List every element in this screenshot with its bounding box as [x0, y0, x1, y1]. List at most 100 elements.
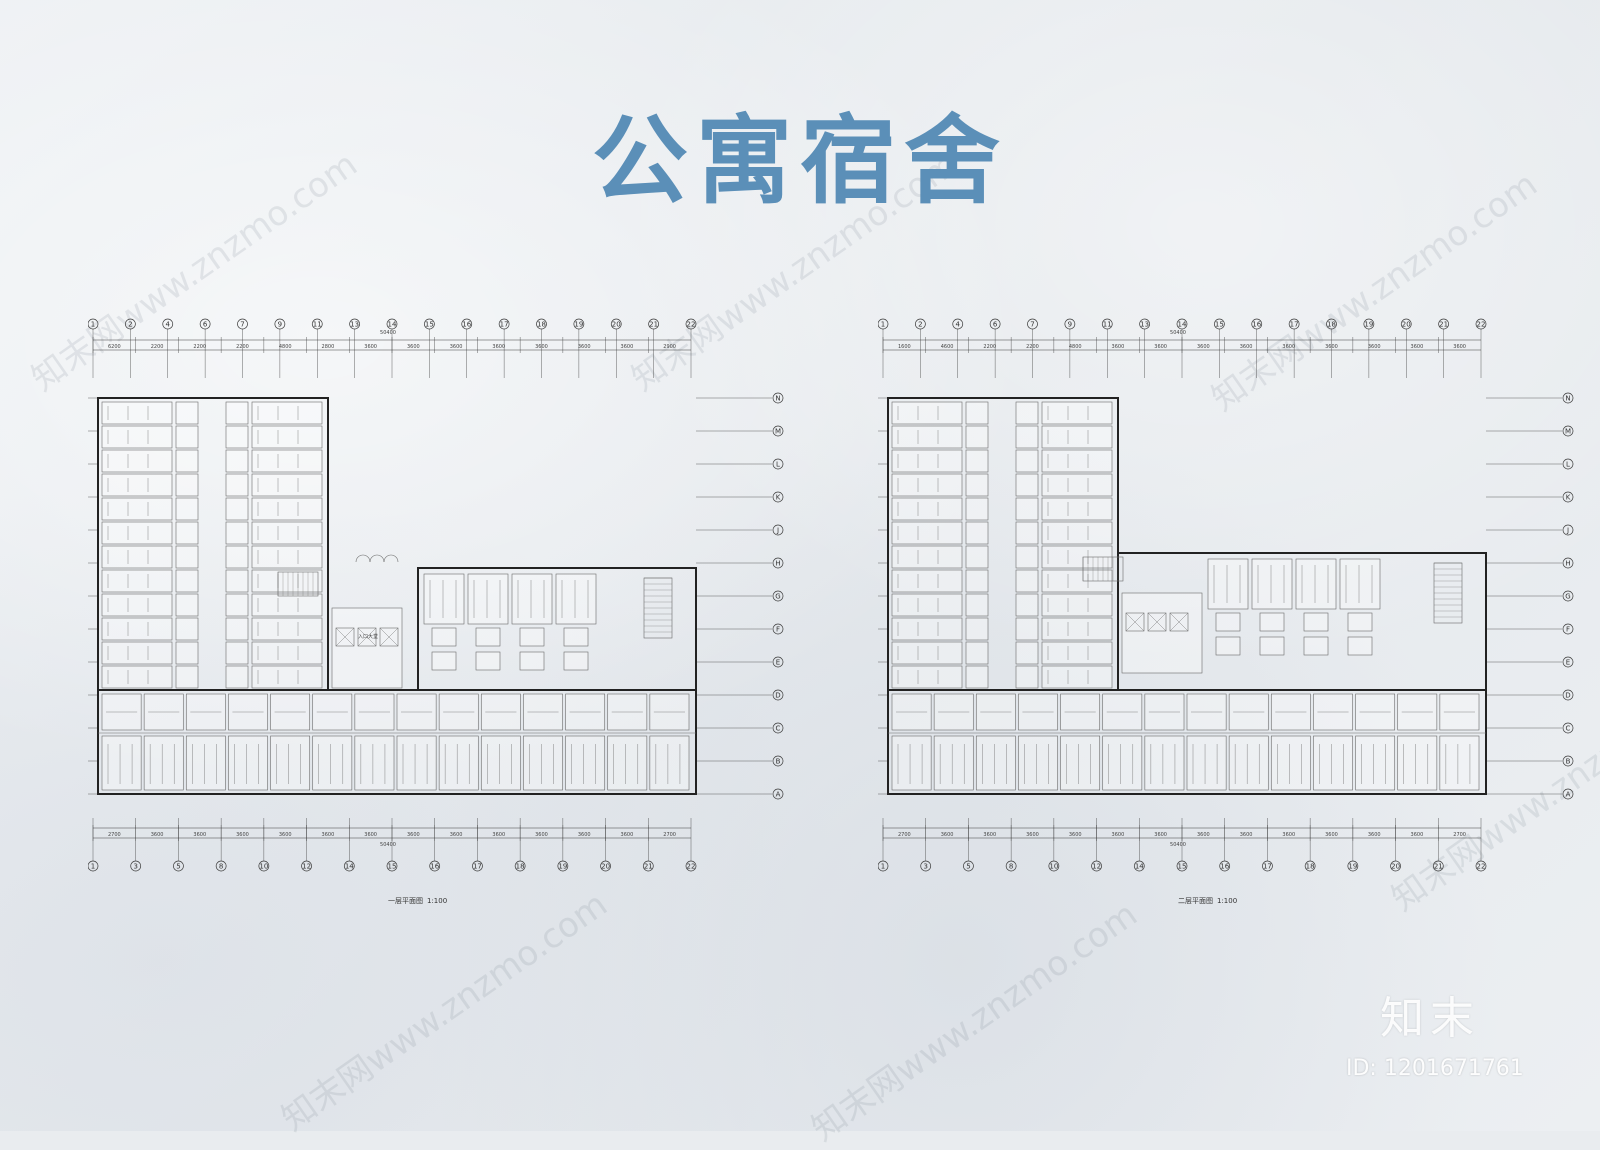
dimension-value: 3600 — [1325, 344, 1338, 350]
grid-axis-label: A — [776, 791, 781, 799]
dimension-value: 3600 — [1240, 832, 1253, 838]
grid-axis-bubble — [1562, 557, 1574, 569]
dorm-room — [480, 735, 521, 791]
dorm-room — [1041, 617, 1113, 641]
dimension-value: 3600 — [535, 344, 548, 350]
bathroom — [1015, 401, 1039, 425]
elevator-core — [331, 607, 403, 689]
bathroom — [1015, 665, 1039, 689]
dorm-room — [396, 735, 437, 791]
dorm-room — [354, 735, 395, 791]
grid-axis-label: 14 — [345, 863, 354, 871]
bathroom — [431, 651, 457, 671]
grid-axis-bubble — [1562, 689, 1574, 701]
grid-axis-label: 18 — [537, 321, 546, 329]
bathroom — [225, 545, 249, 569]
dimension-value: 2800 — [322, 344, 335, 350]
grid-axis-label: 22 — [1477, 863, 1486, 871]
grid-axis-label: B — [776, 758, 781, 766]
grid-axis-label: 14 — [388, 321, 397, 329]
dorm-room — [1295, 558, 1337, 610]
dorm-room — [1397, 735, 1438, 791]
grid-axis-label: 10 — [1049, 863, 1058, 871]
dorm-room — [565, 735, 606, 791]
dorm-room — [891, 593, 963, 617]
grid-axis-label: 8 — [219, 863, 223, 871]
bathroom — [175, 521, 199, 545]
dorm-room — [101, 545, 173, 569]
dimension-value: 3600 — [1069, 832, 1082, 838]
dimension-value: 2200 — [983, 344, 996, 350]
elevator-cross — [1169, 612, 1189, 632]
bathroom — [1015, 569, 1039, 593]
dimension-value: 4800 — [279, 344, 292, 350]
dorm-room — [438, 735, 479, 791]
grid-axis-bubble — [772, 689, 784, 701]
dorm-room — [228, 735, 268, 791]
east-block-wall — [1117, 552, 1487, 691]
dorm-room — [101, 735, 142, 791]
bathroom — [1259, 636, 1285, 656]
bathroom — [1215, 612, 1241, 632]
grid-axis-label: 18 — [1327, 321, 1336, 329]
grid-axis-label: 17 — [500, 321, 509, 329]
dorm-room — [1041, 521, 1113, 545]
grid-axis-label: C — [1566, 725, 1571, 733]
dorm-room — [891, 545, 963, 569]
grid-axis-label: 11 — [1103, 321, 1112, 329]
grid-axis-label: 13 — [1140, 321, 1149, 329]
bathroom — [1015, 617, 1039, 641]
dorm-room — [101, 617, 173, 641]
dorm-room — [251, 617, 323, 641]
total-dimension: 50400 — [380, 842, 396, 848]
dorm-room — [891, 665, 963, 689]
grid-axis-bubble — [772, 425, 784, 437]
grid-axis-label: 11 — [313, 321, 322, 329]
dorm-room — [185, 735, 226, 791]
bathroom — [225, 593, 249, 617]
dimension-value: 2700 — [663, 832, 676, 838]
dimension-value: 3600 — [578, 832, 591, 838]
bathroom — [1015, 425, 1039, 449]
dimension-value: 3600 — [492, 344, 505, 350]
dorm-room — [1355, 735, 1396, 791]
grid-axis-label: 20 — [612, 321, 621, 329]
dorm-room — [101, 593, 173, 617]
grid-axis-bubble — [772, 524, 784, 536]
dorm-room — [101, 449, 173, 473]
grid-axis-label: 3 — [923, 863, 927, 871]
dimension-value: 3600 — [236, 832, 249, 838]
dorm-room — [891, 735, 932, 791]
grid-axis-label: H — [1565, 560, 1570, 568]
bathroom — [1015, 545, 1039, 569]
total-dimension: 50400 — [1170, 842, 1186, 848]
bathroom — [175, 665, 199, 689]
dorm-room — [101, 473, 173, 497]
grid-axis-label: 17 — [1290, 321, 1299, 329]
grid-axis-bubble — [772, 623, 784, 635]
bathroom — [965, 665, 989, 689]
grid-axis-bubble — [772, 788, 784, 800]
dimension-value: 3600 — [1282, 344, 1295, 350]
dimension-value: 3600 — [535, 832, 548, 838]
bathroom — [225, 497, 249, 521]
bathroom — [225, 425, 249, 449]
dorm-room — [251, 449, 323, 473]
dimension-value: 3600 — [450, 832, 463, 838]
dorm-room — [251, 425, 323, 449]
dorm-room — [270, 735, 311, 791]
grid-axis-label: 5 — [176, 863, 180, 871]
dorm-room — [312, 735, 353, 791]
dimension-value: 3600 — [1411, 832, 1424, 838]
grid-axis-label: 18 — [516, 863, 525, 871]
dimension-value: 3600 — [1240, 344, 1253, 350]
grid-axis-bubble — [1562, 458, 1574, 470]
bathroom — [1215, 636, 1241, 656]
page-title: 公寓宿舍 — [592, 104, 1008, 217]
dorm-room — [467, 573, 509, 625]
dimension-value: 2700 — [1453, 832, 1466, 838]
grid-axis-label: 7 — [240, 321, 244, 329]
grid-axis-label: G — [775, 593, 780, 601]
grid-axis-label: 17 — [1263, 863, 1272, 871]
